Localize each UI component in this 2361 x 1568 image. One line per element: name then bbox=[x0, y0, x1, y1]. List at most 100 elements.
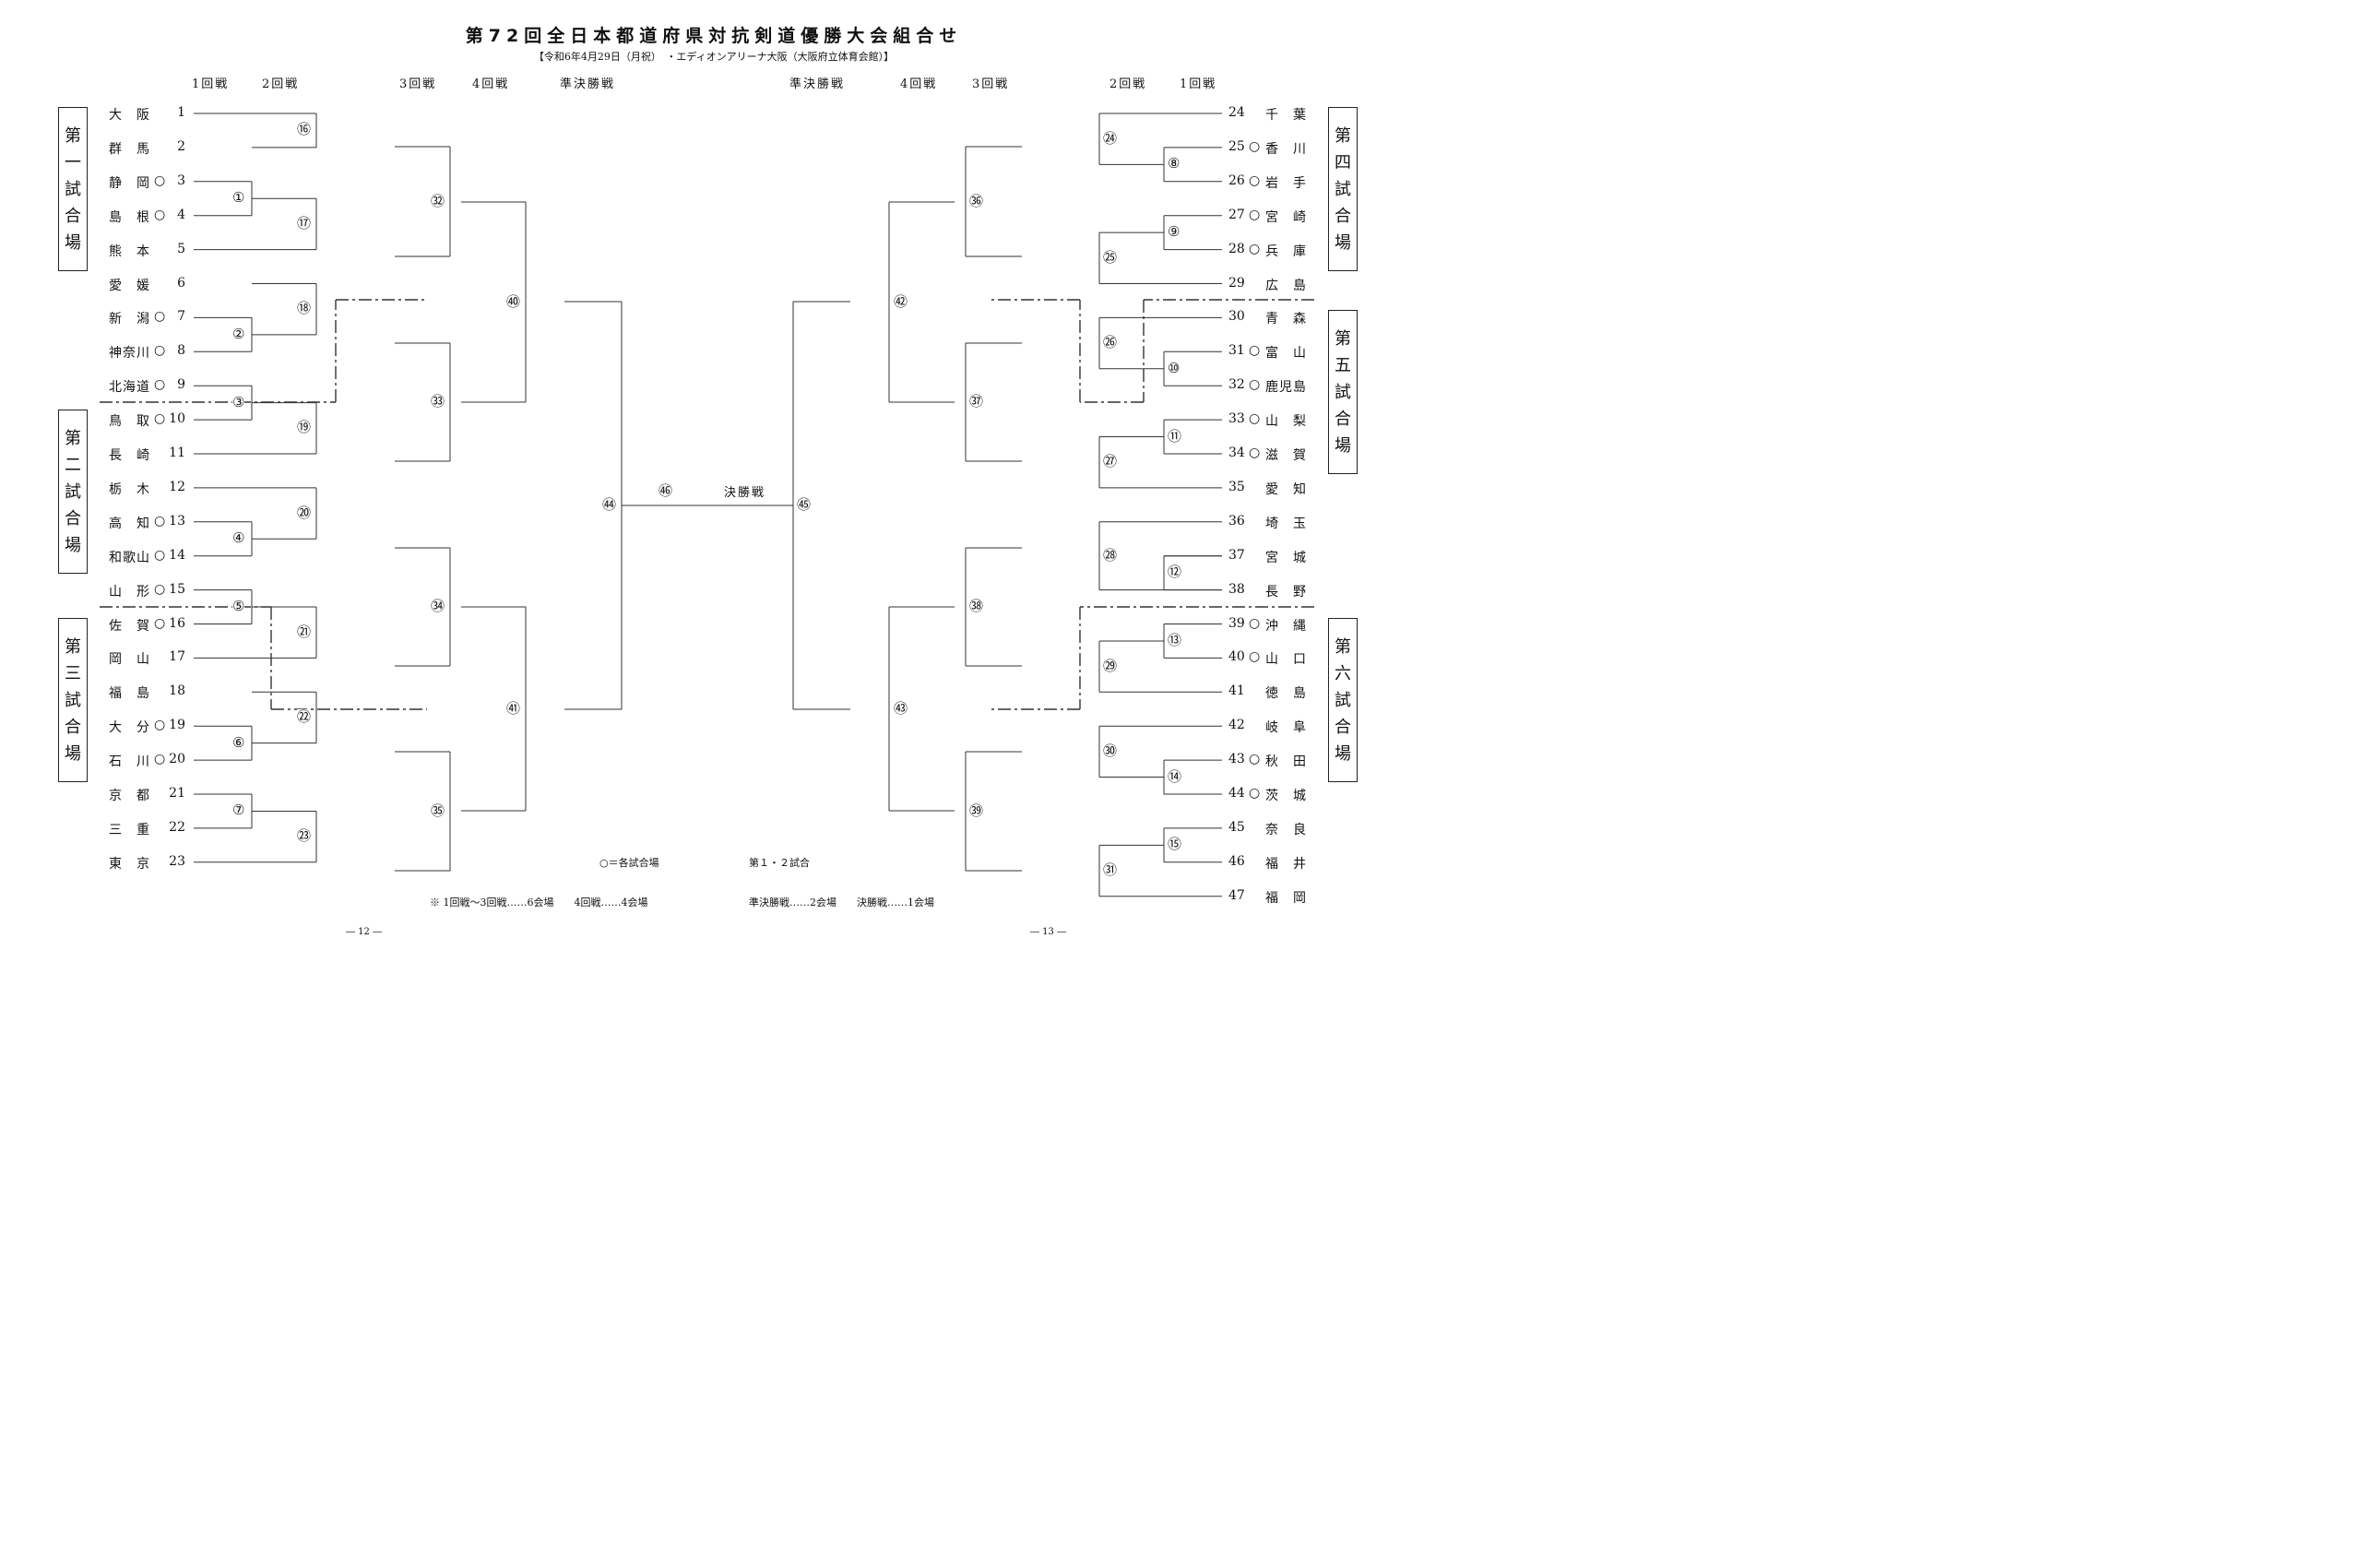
venue-label-3: 第三試合場 bbox=[58, 618, 88, 782]
team-name-right: 滋 賀 bbox=[1265, 448, 1307, 463]
team-name-right: 岩 手 bbox=[1265, 175, 1307, 191]
team-name-left: 熊 本 bbox=[109, 244, 150, 259]
team-seed-left: 23 bbox=[169, 853, 185, 869]
team-name-right: 宮 崎 bbox=[1265, 209, 1307, 225]
match-number-4: ④ bbox=[232, 529, 245, 547]
bracket-lines bbox=[100, 113, 1314, 897]
match-number-26: ㉖ bbox=[1103, 334, 1118, 351]
venue-label-char: 五 bbox=[1335, 355, 1351, 375]
round-header-right-2: 2回戦 bbox=[1109, 77, 1147, 91]
team-seed-right: 32 bbox=[1228, 377, 1245, 393]
venue-mark-left: ○ bbox=[154, 581, 166, 597]
team-name-right: 香 川 bbox=[1265, 141, 1307, 157]
team-seed-left: 11 bbox=[169, 445, 185, 460]
match-number-2: ② bbox=[232, 325, 245, 342]
venue-label-char: 試 bbox=[1335, 690, 1351, 710]
team-name-right: 奈 良 bbox=[1265, 822, 1307, 837]
round-header-left-semi: 準決勝戦 bbox=[560, 77, 616, 91]
match-number-8: ⑧ bbox=[1168, 155, 1180, 172]
team-seed-right: 35 bbox=[1228, 479, 1245, 494]
team-seed-right: 29 bbox=[1228, 275, 1245, 291]
venue-label-1: 第一試合場 bbox=[58, 107, 88, 271]
venue-label-char: 試 bbox=[65, 690, 81, 710]
team-name-left: 佐 賀 bbox=[109, 618, 150, 634]
schedule-note-right: 準決勝戦……2会場 決勝戦……1会場 bbox=[749, 897, 934, 909]
team-seed-left: 2 bbox=[177, 138, 185, 154]
team-seed-right: 42 bbox=[1228, 718, 1245, 733]
team-seed-left: 7 bbox=[177, 309, 185, 325]
match-number-40: ㊵ bbox=[506, 292, 521, 310]
venue-mark-right: ○ bbox=[1249, 138, 1261, 154]
team-name-right: 埼 玉 bbox=[1265, 516, 1307, 531]
venue-mark-right: ○ bbox=[1249, 241, 1261, 256]
match-number-31: ㉛ bbox=[1103, 861, 1118, 879]
team-name-left: 栃 木 bbox=[109, 481, 150, 497]
venue-label-char: 第 bbox=[65, 125, 81, 146]
match-number-5: ⑤ bbox=[232, 598, 245, 615]
team-seed-left: 4 bbox=[177, 207, 185, 222]
team-name-left: 東 京 bbox=[109, 856, 150, 872]
match-number-20: ⑳ bbox=[297, 504, 312, 521]
venue-label-char: 試 bbox=[65, 481, 81, 502]
match-number-19: ⑲ bbox=[297, 419, 312, 436]
venue-mark-right: ○ bbox=[1249, 615, 1261, 631]
venue-mark-left: ○ bbox=[154, 343, 166, 359]
match-number-24: ㉔ bbox=[1103, 129, 1118, 147]
team-name-right: 長 野 bbox=[1265, 584, 1307, 600]
match-number-13: ⑬ bbox=[1168, 631, 1182, 648]
team-seed-left: 15 bbox=[169, 581, 185, 597]
team-seed-right: 41 bbox=[1228, 683, 1245, 699]
team-name-right: 千 葉 bbox=[1265, 108, 1307, 123]
team-seed-right: 34 bbox=[1228, 445, 1245, 460]
team-name-left: 新 潟 bbox=[109, 312, 150, 327]
match-number-9: ⑨ bbox=[1168, 223, 1180, 241]
team-name-right: 秋 田 bbox=[1265, 754, 1307, 770]
team-seed-right: 43 bbox=[1228, 752, 1245, 767]
team-name-left: 三 重 bbox=[109, 822, 150, 837]
final-label: 決勝戦 bbox=[724, 486, 766, 500]
match-number-21: ㉑ bbox=[297, 623, 312, 640]
team-name-right: 山 口 bbox=[1265, 652, 1307, 668]
round-header-left-3: 3回戦 bbox=[399, 77, 437, 91]
team-name-right: 鹿児島 bbox=[1265, 380, 1307, 396]
venue-label-char: 試 bbox=[1335, 382, 1351, 402]
match-number-23: ㉓ bbox=[297, 827, 312, 845]
venue-label-char: 場 bbox=[65, 535, 81, 555]
venue-mark-right: ○ bbox=[1249, 377, 1261, 393]
match-number-39: ㊴ bbox=[969, 802, 984, 819]
venue-mark-left: ○ bbox=[154, 752, 166, 767]
venue-label-char: 第 bbox=[65, 428, 81, 448]
schedule-note-left: ※ 1回戦～3回戦……6会場 4回戦……4会場 bbox=[430, 897, 648, 909]
venue-mark-left: ○ bbox=[154, 309, 166, 325]
team-seed-right: 36 bbox=[1228, 513, 1245, 529]
team-name-left: 北海道 bbox=[109, 380, 150, 396]
match-number-11: ⑪ bbox=[1168, 427, 1182, 445]
event-subtitle: 【令和6年4月29日（月祝） ・エディオンアリーナ大阪（大阪府立体育会館）】 bbox=[533, 51, 895, 63]
match-number-17: ⑰ bbox=[297, 214, 312, 232]
venue-label-char: 三 bbox=[65, 663, 81, 683]
venue-mark-left: ○ bbox=[154, 411, 166, 427]
venue-label-char: 場 bbox=[1335, 232, 1351, 253]
round-header-right-4: 4回戦 bbox=[900, 77, 938, 91]
team-name-right: 愛 知 bbox=[1265, 481, 1307, 497]
team-name-left: 高 知 bbox=[109, 516, 150, 531]
match-number-37: ㊲ bbox=[969, 393, 984, 410]
team-seed-left: 16 bbox=[169, 615, 185, 631]
page-number-right: ― 13 ― bbox=[1030, 927, 1067, 937]
team-name-right: 茨 城 bbox=[1265, 789, 1307, 803]
match-number-42: ㊷ bbox=[894, 292, 908, 310]
match-number-36: ㊱ bbox=[969, 192, 984, 209]
match-number-22: ㉒ bbox=[297, 707, 312, 725]
team-name-right: 沖 縄 bbox=[1265, 618, 1307, 634]
team-seed-right: 24 bbox=[1228, 105, 1245, 120]
match-number-28: ㉘ bbox=[1103, 546, 1118, 564]
venue-label-2: 第二試合場 bbox=[58, 410, 88, 574]
venue-label-char: 第 bbox=[1335, 125, 1351, 146]
team-name-right: 徳 島 bbox=[1265, 686, 1307, 702]
venue-label-char: 試 bbox=[65, 179, 81, 199]
venue-mark-left: ○ bbox=[154, 547, 166, 563]
team-seed-right: 47 bbox=[1228, 887, 1245, 903]
team-seed-left: 21 bbox=[169, 786, 185, 801]
team-seed-left: 20 bbox=[169, 752, 185, 767]
match-number-45: ㊺ bbox=[797, 496, 812, 513]
